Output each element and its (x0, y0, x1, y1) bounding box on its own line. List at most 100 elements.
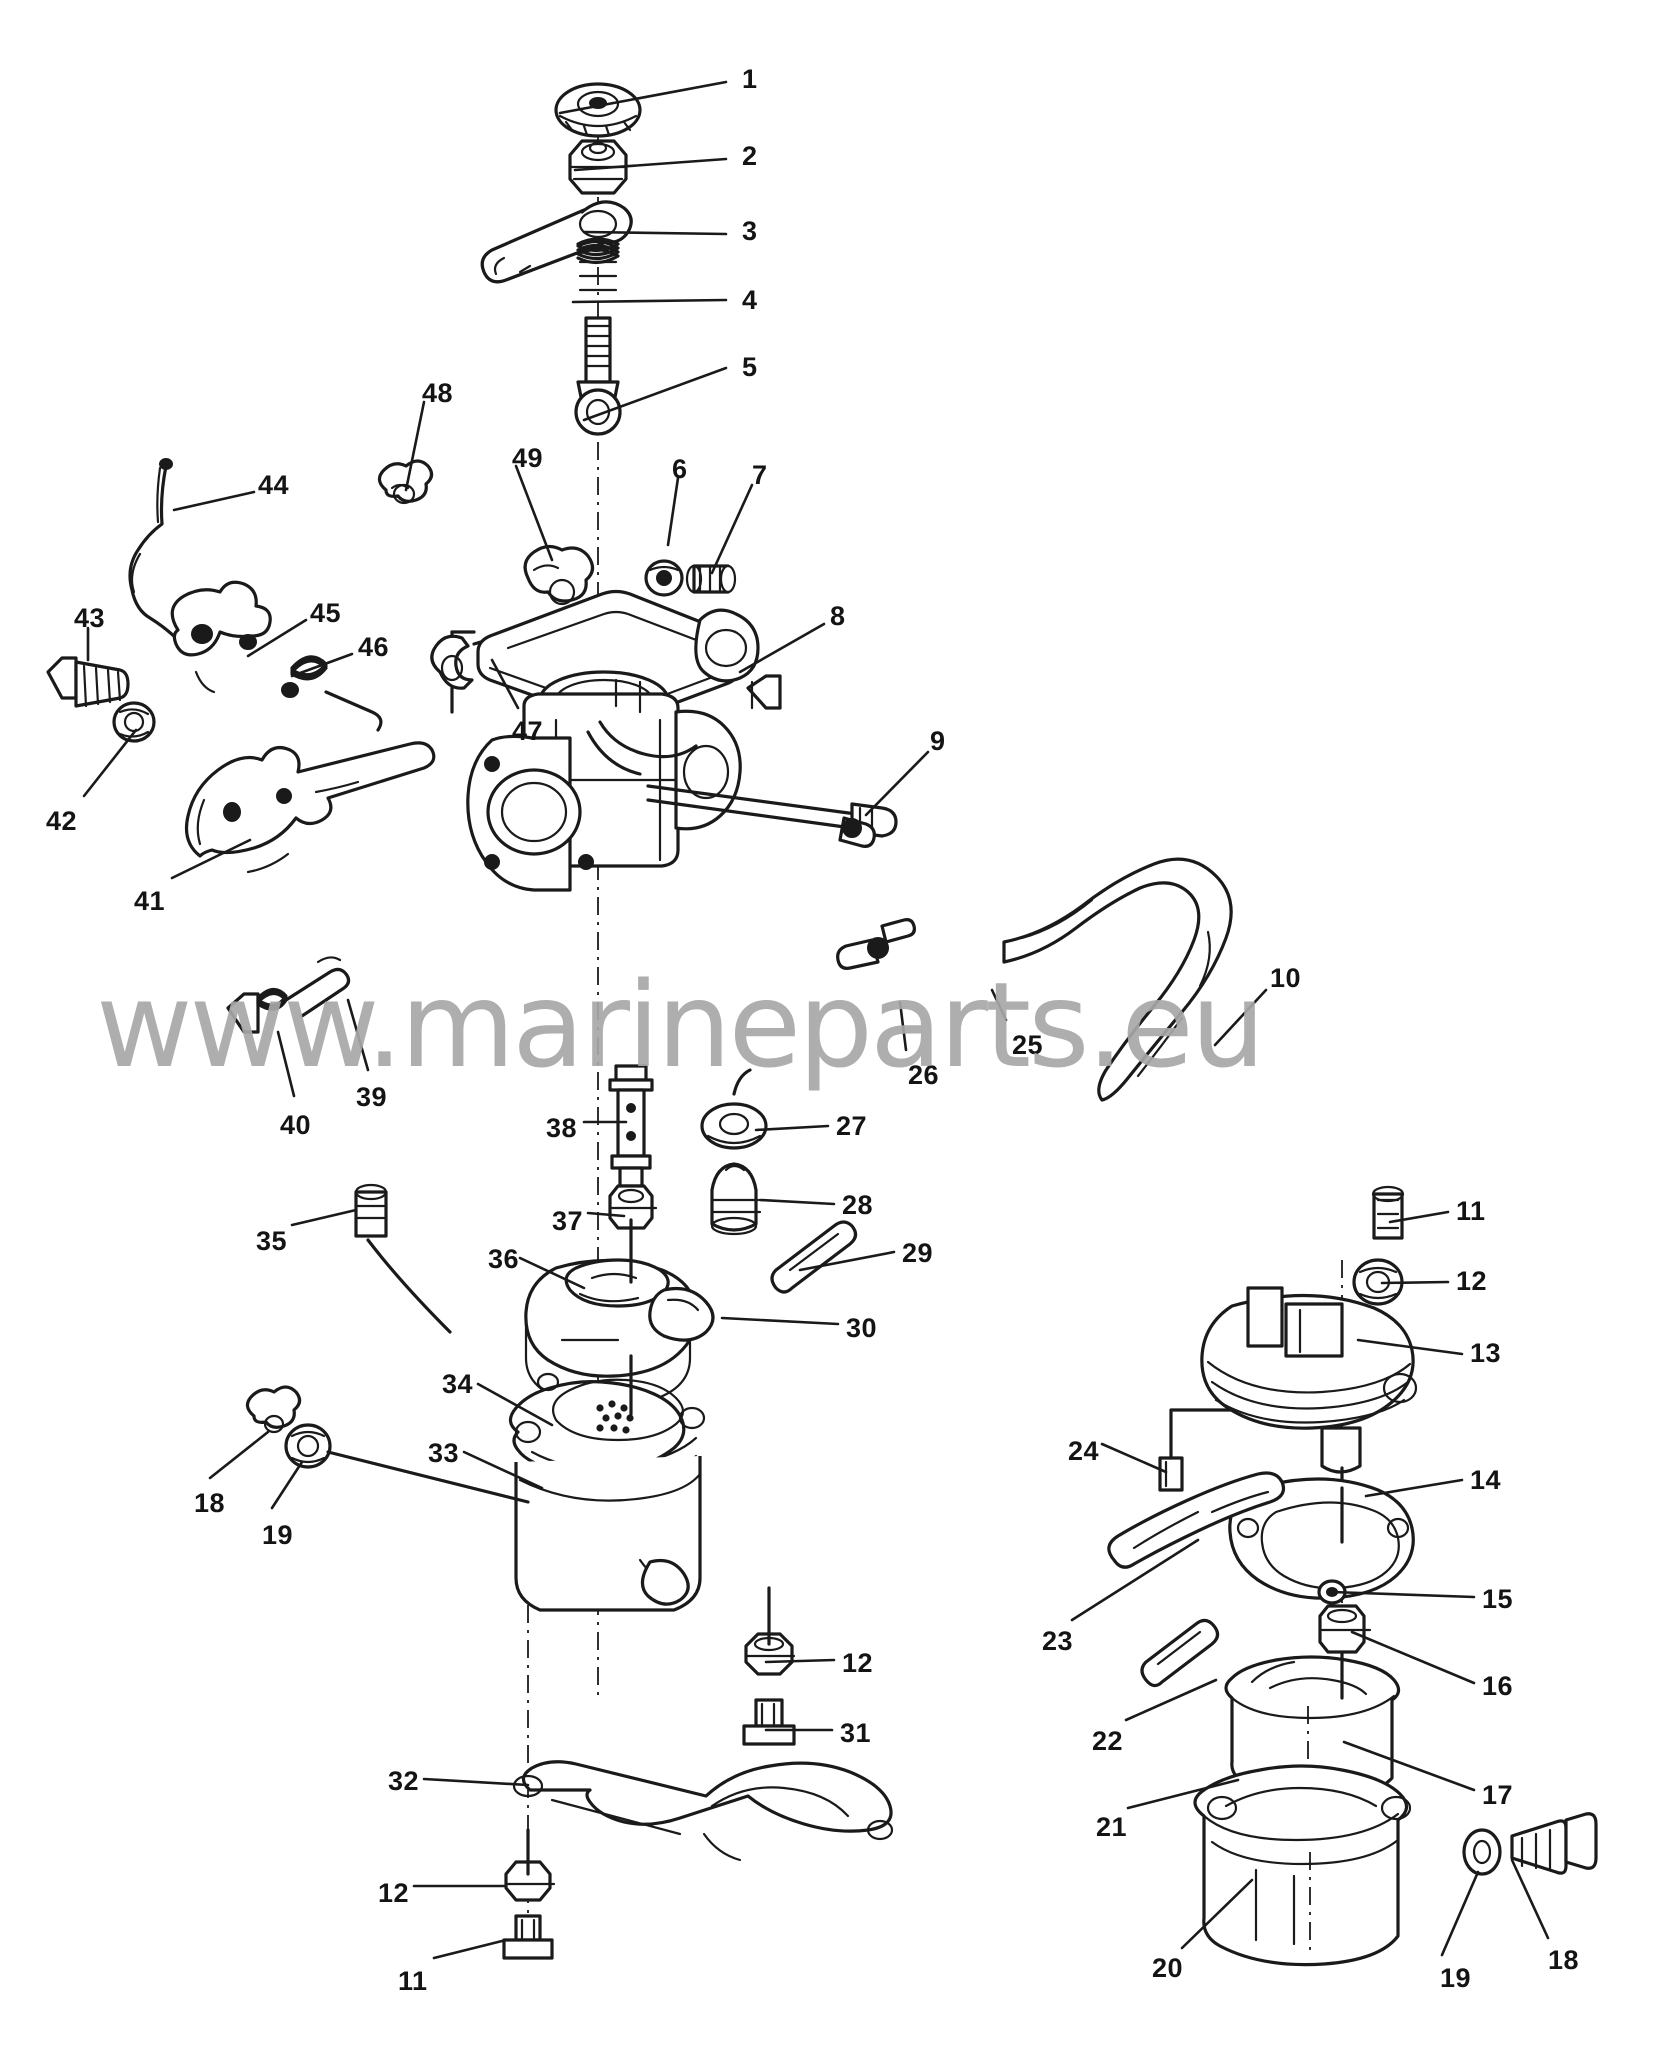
part-18-19-left-fasteners (245, 1385, 530, 1504)
callout-number-11b[interactable]: 11 (398, 1966, 428, 1996)
part-42-washer (112, 701, 156, 743)
part-40-39-idle-screw-spring (226, 956, 351, 1034)
leader-line-45 (246, 618, 308, 658)
part-48-bushing (377, 459, 434, 505)
leader-line-8 (738, 622, 826, 674)
callout-number-32[interactable]: 32 (388, 1766, 420, 1796)
leader-line-1 (558, 80, 728, 115)
callout-number-8[interactable]: 8 (830, 601, 846, 631)
callout-number-14[interactable]: 14 (1470, 1465, 1502, 1495)
callout-number-47[interactable]: 47 (512, 716, 544, 746)
leader-line-10 (1213, 988, 1268, 1047)
callout-number-7[interactable]: 7 (752, 460, 768, 490)
leader-line-15 (1330, 1590, 1476, 1599)
leader-line-39 (346, 998, 370, 1072)
callout-number-44[interactable]: 44 (258, 470, 290, 500)
leader-line-40 (276, 1030, 296, 1098)
callout-number-25[interactable]: 25 (1012, 1030, 1044, 1060)
leader-line-18a (208, 1430, 270, 1480)
leader-line-11a (1388, 1210, 1450, 1224)
leader-line-36 (518, 1256, 586, 1290)
leader-line-27 (754, 1124, 830, 1132)
part-43-screw (46, 656, 130, 708)
callout-number-49[interactable]: 49 (512, 443, 544, 473)
part-28-jet (710, 1162, 762, 1236)
callout-number-23[interactable]: 23 (1042, 1626, 1074, 1656)
callout-number-19b[interactable]: 19 (1440, 1963, 1472, 1993)
callout-number-42[interactable]: 42 (46, 806, 78, 836)
callout-number-43[interactable]: 43 (74, 603, 106, 633)
callout-number-12c[interactable]: 12 (842, 1648, 874, 1678)
callout-number-21[interactable]: 21 (1096, 1812, 1128, 1842)
callout-number-20[interactable]: 20 (1152, 1953, 1184, 1983)
leader-line-23 (1070, 1538, 1200, 1622)
callout-number-33[interactable]: 33 (428, 1438, 460, 1468)
callout-number-16[interactable]: 16 (1482, 1671, 1514, 1701)
callout-number-12a[interactable]: 12 (1456, 1266, 1488, 1296)
leader-line-12c (764, 1658, 836, 1664)
callout-number-48[interactable]: 48 (422, 378, 454, 408)
part-36-30-float (524, 1218, 715, 1409)
callout-number-5[interactable]: 5 (742, 352, 758, 382)
part-20-filter-bowl (1193, 1764, 1412, 1967)
part-29-float-pin (770, 1220, 858, 1294)
callout-number-3[interactable]: 3 (742, 216, 758, 246)
leader-line-2 (573, 157, 728, 172)
callout-number-41[interactable]: 41 (134, 886, 166, 916)
leader-line-19a (270, 1460, 304, 1510)
part-7-nut (685, 564, 737, 594)
callout-number-17[interactable]: 17 (1482, 1780, 1514, 1810)
callout-number-36[interactable]: 36 (488, 1244, 520, 1274)
leader-line-12a (1380, 1280, 1450, 1285)
callout-number-12b[interactable]: 12 (378, 1878, 410, 1908)
leader-line-32 (422, 1777, 530, 1787)
callout-number-11a[interactable]: 11 (1456, 1196, 1486, 1226)
part-12b-11b-fasteners (502, 1828, 556, 1960)
callout-number-37[interactable]: 37 (552, 1206, 584, 1236)
callout-number-29[interactable]: 29 (902, 1238, 934, 1268)
leader-line-19b (1440, 1870, 1480, 1957)
callout-number-31[interactable]: 31 (840, 1718, 872, 1748)
callout-number-10[interactable]: 10 (1270, 963, 1302, 993)
callout-number-46[interactable]: 46 (358, 632, 390, 662)
callout-number-2[interactable]: 2 (742, 141, 758, 171)
leader-line-47 (490, 658, 520, 710)
callout-number-39[interactable]: 39 (356, 1082, 388, 1112)
callout-number-9[interactable]: 9 (930, 726, 946, 756)
part-34-33-bowl-gasket (508, 1354, 706, 1612)
part-37-jet-seat (608, 1184, 658, 1230)
callout-number-18a[interactable]: 18 (194, 1488, 226, 1518)
callout-number-13[interactable]: 13 (1470, 1338, 1502, 1368)
leader-line-17 (1342, 1740, 1476, 1792)
part-22-pin (1140, 1618, 1220, 1688)
callout-number-19a[interactable]: 19 (262, 1520, 294, 1550)
callout-number-6[interactable]: 6 (672, 454, 688, 484)
callout-number-26[interactable]: 26 (908, 1060, 940, 1090)
leader-line-37 (586, 1211, 626, 1218)
leader-line-34 (476, 1382, 554, 1427)
callout-number-30[interactable]: 30 (846, 1313, 878, 1343)
part-3-lever-arm (480, 200, 633, 284)
leader-line-33 (462, 1450, 544, 1490)
leader-line-16 (1350, 1630, 1476, 1685)
callout-number-18b[interactable]: 18 (1548, 1945, 1580, 1975)
leader-line-11b (432, 1938, 508, 1960)
callout-number-45[interactable]: 45 (310, 598, 342, 628)
leader-line-21 (1126, 1778, 1240, 1810)
leader-line-29 (798, 1250, 896, 1272)
callout-number-24[interactable]: 24 (1068, 1436, 1100, 1466)
callout-number-4[interactable]: 4 (742, 285, 758, 315)
callout-number-27[interactable]: 27 (836, 1111, 868, 1141)
part-38-main-jet-tube (608, 1064, 654, 1188)
callout-number-35[interactable]: 35 (256, 1226, 288, 1256)
callout-number-28[interactable]: 28 (842, 1190, 874, 1220)
callout-number-22[interactable]: 22 (1092, 1726, 1124, 1756)
callout-number-38[interactable]: 38 (546, 1113, 578, 1143)
leader-line-42 (82, 728, 138, 798)
callout-number-34[interactable]: 34 (442, 1369, 474, 1399)
callout-number-1[interactable]: 1 (742, 64, 758, 94)
leader-line-18b (1510, 1858, 1550, 1940)
callout-number-40[interactable]: 40 (280, 1110, 312, 1140)
callout-number-15[interactable]: 15 (1482, 1584, 1514, 1614)
